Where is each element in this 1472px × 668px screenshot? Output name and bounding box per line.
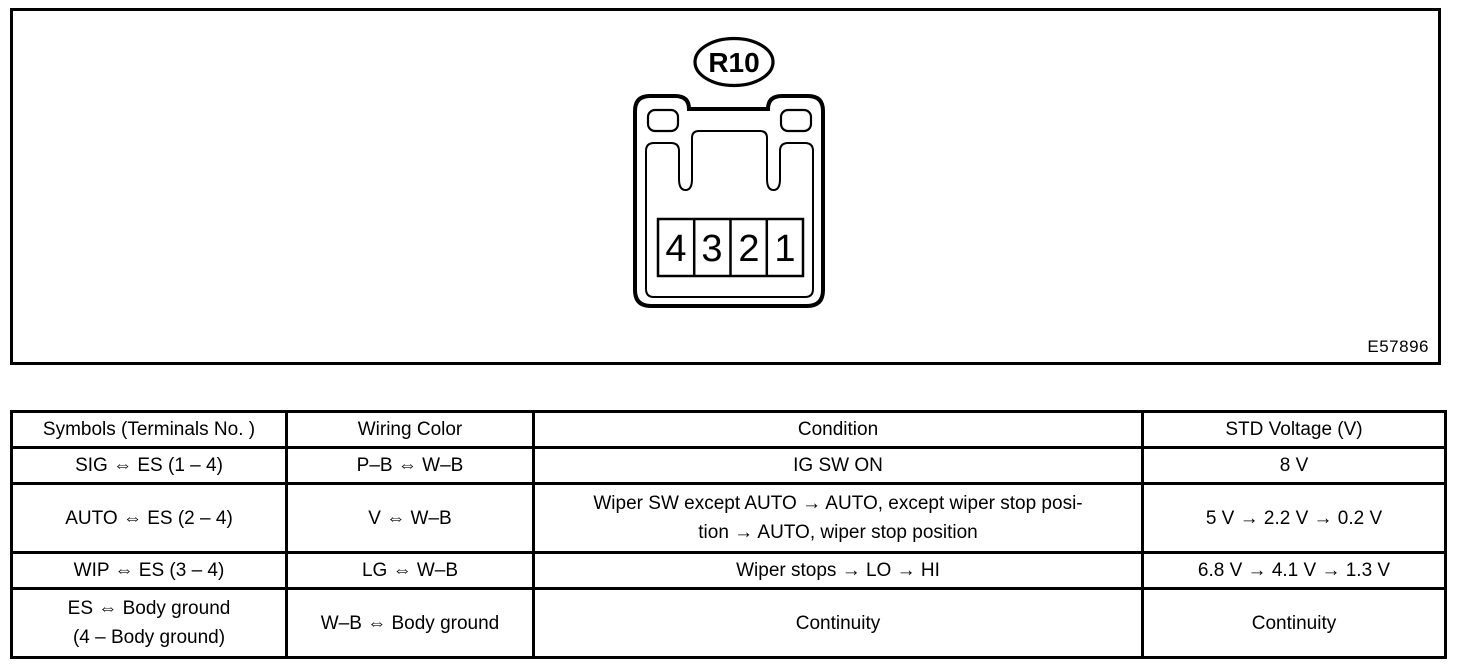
cell-symbols: ES ⇔ Body ground (4 – Body ground) — [10, 587, 288, 659]
cell-wiring-color: LG ⇔ W–B — [285, 551, 535, 590]
header-std-voltage: STD Voltage (V) — [1141, 410, 1447, 449]
table-header-row: Symbols (Terminals No. ) Wiring Color Co… — [10, 410, 1447, 449]
cell-std-voltage: 5 V → 2.2 V → 0.2 V — [1141, 482, 1447, 554]
table-row: SIG ⇔ ES (1 – 4) P–B ⇔ W–B IG SW ON 8 V — [10, 446, 1447, 485]
cell-condition: IG SW ON — [532, 446, 1144, 485]
cell-condition: Wiper SW except AUTO → AUTO, except wipe… — [532, 482, 1144, 554]
cell-wiring-color: P–B ⇔ W–B — [285, 446, 535, 485]
terminal-spec-table: Symbols (Terminals No. ) Wiring Color Co… — [10, 410, 1447, 659]
connector-id-ellipse — [693, 36, 775, 88]
cell-condition: Wiper stops → LO → HI — [532, 551, 1144, 590]
pin-number: 3 — [701, 228, 722, 270]
header-symbols: Symbols (Terminals No. ) — [10, 410, 288, 449]
lock-window-right — [779, 108, 813, 133]
table-row: WIP ⇔ ES (3 – 4) LG ⇔ W–B Wiper stops → … — [10, 551, 1447, 590]
table-row: AUTO ⇔ ES (2 – 4) V ⇔ W–B Wiper SW excep… — [10, 482, 1447, 554]
pin-number: 1 — [774, 228, 795, 270]
pin-number: 2 — [738, 228, 759, 270]
cell-symbols: AUTO ⇔ ES (2 – 4) — [10, 482, 288, 554]
table-row: ES ⇔ Body ground (4 – Body ground) W–B ⇔… — [10, 587, 1447, 659]
cell-std-voltage: Continuity — [1141, 587, 1447, 659]
cell-std-voltage: 6.8 V → 4.1 V → 1.3 V — [1141, 551, 1447, 590]
header-condition: Condition — [532, 410, 1144, 449]
cell-std-voltage: 8 V — [1141, 446, 1447, 485]
connector-cavity-outline — [645, 130, 814, 298]
cell-condition: Continuity — [532, 587, 1144, 659]
connector-diagram: R10 4 3 2 1 — [633, 36, 825, 308]
connector-figure-box: R10 4 3 2 1 E57896 — [10, 8, 1441, 365]
cell-symbols: WIP ⇔ ES (3 – 4) — [10, 551, 288, 590]
cell-wiring-color: V ⇔ W–B — [285, 482, 535, 554]
cell-symbols: SIG ⇔ ES (1 – 4) — [10, 446, 288, 485]
connector-label: R10 — [708, 47, 759, 78]
header-wiring-color: Wiring Color — [285, 410, 535, 449]
figure-code: E57896 — [1367, 337, 1429, 356]
lock-window-left — [646, 108, 680, 133]
pin-number: 4 — [665, 228, 686, 270]
cell-wiring-color: W–B ⇔ Body ground — [285, 587, 535, 659]
